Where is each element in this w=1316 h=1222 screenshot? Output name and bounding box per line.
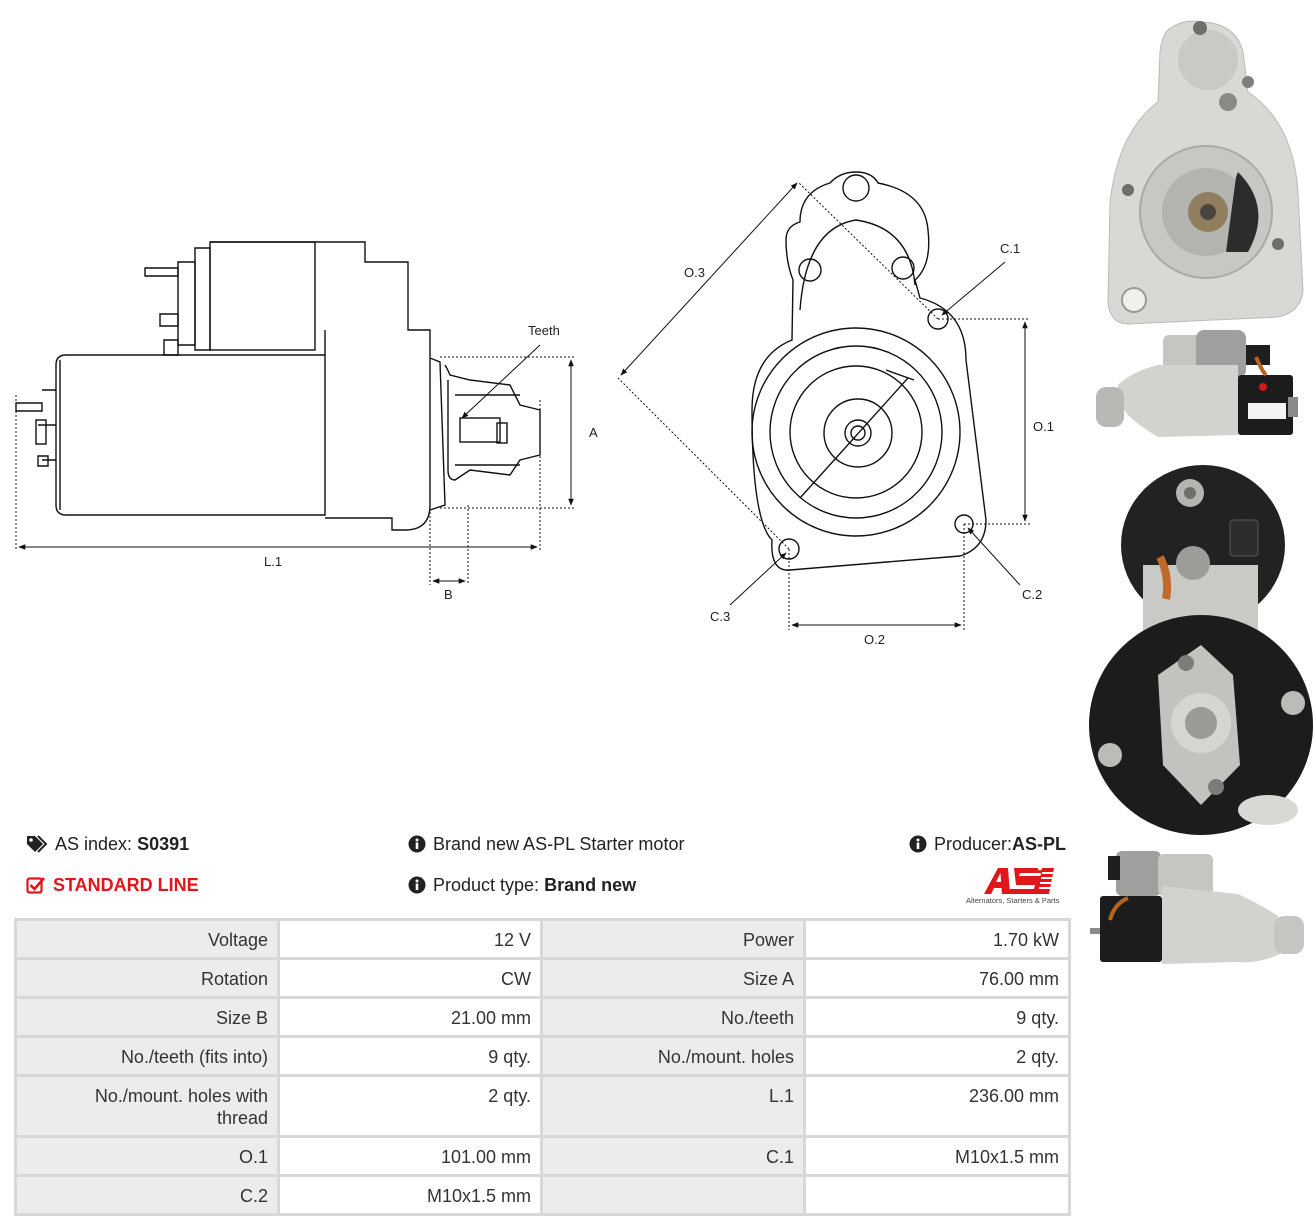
table-row: O.1 101.00 mm C.1 M10x1.5 mm [14, 1135, 1071, 1177]
info-icon [408, 835, 426, 853]
brand-line: Brand new AS-PL Starter motor [408, 833, 684, 855]
label-teeth: Teeth [528, 323, 560, 338]
spec-value: 236.00 mm [803, 1074, 1071, 1138]
producer: Producer:AS-PL [909, 833, 1066, 855]
spec-label: C.2 [14, 1174, 280, 1216]
standard-line-label: STANDARD LINE [53, 875, 199, 895]
spec-label: No./mount. holes with thread [14, 1074, 280, 1138]
product-type-value: Brand new [544, 875, 637, 895]
spec-value: 2 qty. [277, 1074, 543, 1138]
label-l1: L.1 [264, 554, 282, 569]
logo-tagline: Alternators, Starters & Parts [966, 896, 1060, 905]
spec-value: 12 V [277, 918, 543, 960]
product-type-label: Product type: [433, 875, 540, 895]
table-row: C.2 M10x1.5 mm [14, 1174, 1071, 1216]
spec-value: 9 qty. [803, 996, 1071, 1038]
table-row: Rotation CW Size A 76.00 mm [14, 957, 1071, 999]
spec-label: C.1 [540, 1135, 806, 1177]
spec-value: M10x1.5 mm [277, 1174, 543, 1216]
product-photo-rear[interactable] [1088, 465, 1313, 835]
label-b: B [444, 587, 453, 602]
tags-icon [27, 835, 48, 853]
spec-value: 1.70 kW [803, 918, 1071, 960]
table-row: Voltage 12 V Power 1.70 kW [14, 918, 1071, 960]
spec-value: 76.00 mm [803, 957, 1071, 999]
front-view-dimensions [617, 181, 1030, 630]
table-row: Size B 21.00 mm No./teeth 9 qty. [14, 996, 1071, 1038]
brand-line-text: Brand new AS-PL Starter motor [433, 834, 685, 854]
spec-label: Size A [540, 957, 806, 999]
spec-label: O.1 [14, 1135, 280, 1177]
label-c3: C.3 [710, 609, 730, 624]
side-view-drawing [15, 241, 541, 531]
specs-table: Voltage 12 V Power 1.70 kW Rotation CW S… [14, 918, 1071, 1216]
standard-line-badge: STANDARD LINE [26, 874, 199, 896]
spec-value [803, 1174, 1071, 1216]
label-o1: O.1 [1033, 419, 1054, 434]
label-a: A [589, 425, 598, 440]
label-c2: C.2 [1022, 587, 1042, 602]
as-index-value: S0391 [137, 834, 190, 854]
as-pl-logo [984, 868, 1054, 894]
spec-value: 101.00 mm [277, 1135, 543, 1177]
label-o3: O.3 [684, 265, 705, 280]
producer-label: Producer: [933, 834, 1012, 854]
side-view-dimensions [15, 344, 575, 585]
table-row: No./mount. holes with thread 2 qty. L.1 … [14, 1074, 1071, 1138]
spec-label: No./mount. holes [540, 1035, 806, 1077]
product-type: Product type: Brand new [408, 874, 636, 896]
front-view-drawing [751, 171, 987, 571]
technical-drawings: A L.1 B Teeth O.1 O.2 O.3 [15, 171, 1054, 647]
info-icon [408, 876, 426, 894]
spec-value: 9 qty. [277, 1035, 543, 1077]
label-c1: C.1 [1000, 241, 1020, 256]
spec-label: Power [540, 918, 806, 960]
spec-label: Rotation [14, 957, 280, 999]
spec-label: Size B [14, 996, 280, 1038]
product-photo-front[interactable] [1088, 12, 1308, 327]
label-o2: O.2 [864, 632, 885, 647]
producer-value: AS-PL [1012, 834, 1066, 854]
spec-label: No./teeth (fits into) [14, 1035, 280, 1077]
as-index-label: AS index: [55, 834, 133, 854]
spec-value: 2 qty. [803, 1035, 1071, 1077]
info-icon [909, 835, 927, 853]
spec-value: 21.00 mm [277, 996, 543, 1038]
spec-label: No./teeth [540, 996, 806, 1038]
spec-label: L.1 [540, 1074, 806, 1138]
spec-value: M10x1.5 mm [803, 1135, 1071, 1177]
product-photo-side-2[interactable] [1088, 846, 1308, 976]
as-index: AS index: S0391 [26, 833, 189, 855]
check-square-icon [26, 877, 45, 894]
spec-value: CW [277, 957, 543, 999]
spec-label [540, 1174, 806, 1216]
table-row: No./teeth (fits into) 9 qty. No./mount. … [14, 1035, 1071, 1077]
product-photo-side[interactable] [1088, 325, 1308, 455]
spec-label: Voltage [14, 918, 280, 960]
